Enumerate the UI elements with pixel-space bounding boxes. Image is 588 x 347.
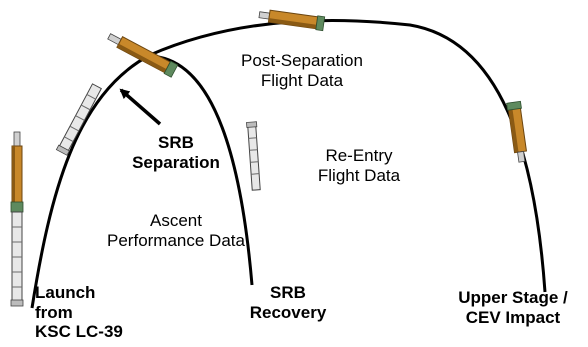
upper-stage-impact-label: Upper Stage / CEV Impact (458, 288, 568, 327)
separation-arrow (119, 88, 162, 126)
coasting-upper-stage-icon (258, 9, 326, 32)
separating-upper-stage-icon (107, 33, 179, 78)
srb-trajectory (149, 54, 254, 286)
srb-separation-label: SRB Separation (132, 133, 220, 172)
launch-site-label: Launch from KSC LC-39 (35, 283, 123, 342)
ascent-performance-label: Ascent Performance Data (107, 211, 245, 250)
post-separation-label: Post-Separation Flight Data (241, 51, 363, 90)
launch-vehicle-icon (10, 131, 24, 307)
descending-booster-icon (246, 121, 261, 191)
srb-recovery-label: SRB Recovery (249, 283, 327, 322)
reentering-upper-stage-icon (506, 100, 528, 163)
re-entry-label: Re-Entry Flight Data (317, 146, 401, 185)
ascending-booster-icon (55, 83, 102, 156)
